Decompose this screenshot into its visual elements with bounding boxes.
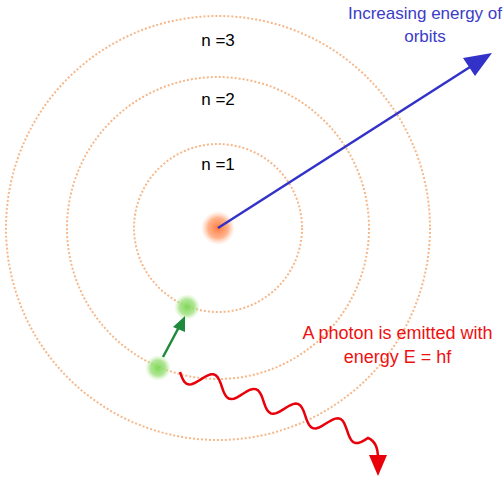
orbit-label: n =3: [5, 31, 431, 51]
photon-caption: A photon is emitted with energy E = hf: [300, 321, 495, 370]
transition-arrow-line: [163, 327, 179, 357]
energy-arrow-head: [463, 53, 492, 76]
orbit-label: n =1: [133, 155, 303, 175]
transition-arrow-head: [173, 316, 185, 332]
energy-arrow-line: [218, 67, 470, 228]
photon-arrow-head: [369, 455, 387, 476]
photon-wave: [180, 372, 378, 458]
orbit-label: n =2: [66, 90, 370, 110]
energy-caption: Increasing energy of orbits: [340, 3, 504, 49]
electron: [145, 355, 171, 381]
electron: [174, 294, 200, 320]
